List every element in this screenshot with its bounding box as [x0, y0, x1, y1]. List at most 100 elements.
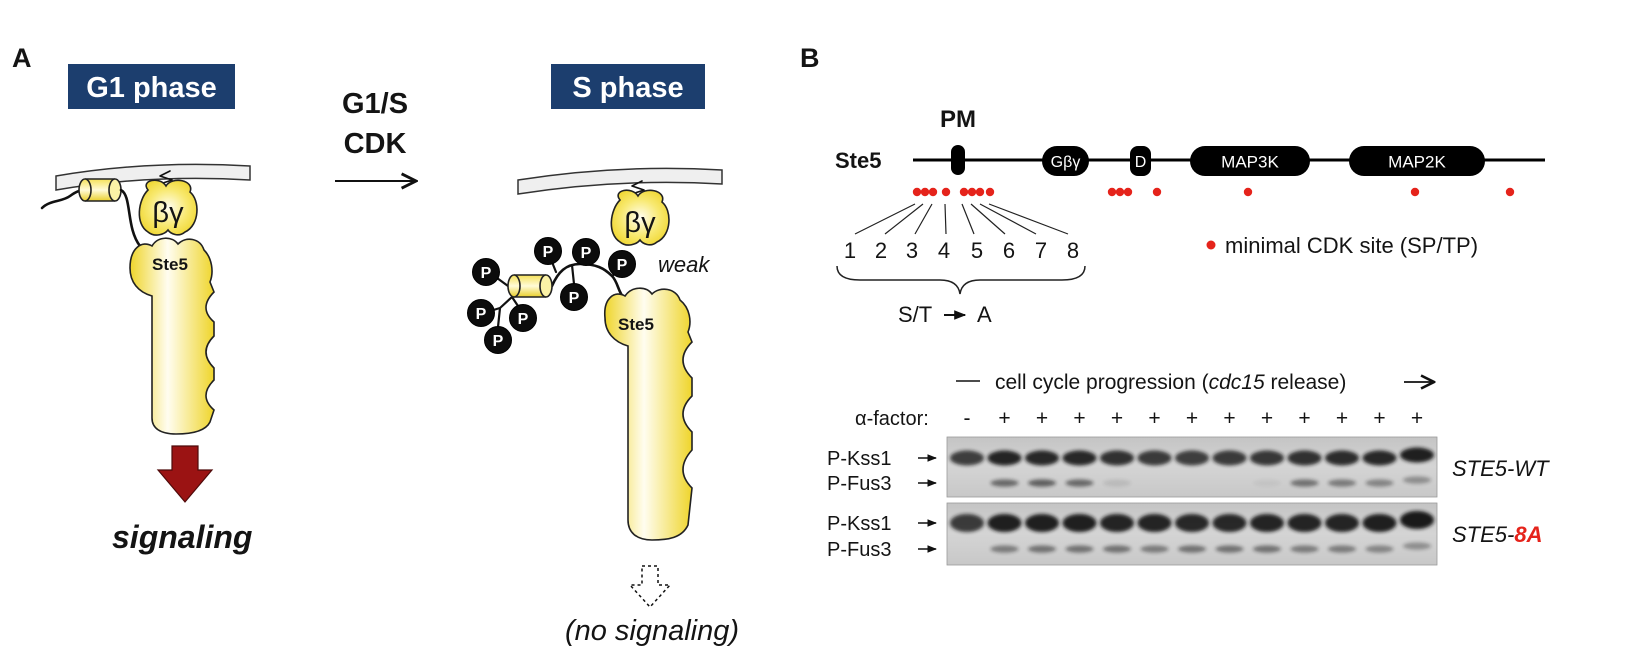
fus3-band — [1403, 476, 1431, 484]
alpha-factor-lanes: -++++++++++++ — [964, 407, 1424, 430]
phospho-label: P — [617, 257, 628, 274]
phospho-site: P — [509, 304, 537, 332]
site-number: 1 — [844, 238, 856, 263]
fus3-band — [1290, 545, 1319, 553]
strain-8a-prefix: STE5- — [1452, 522, 1514, 547]
g1-ste5-label: Ste5 — [152, 255, 188, 274]
d-domain — [1130, 146, 1151, 176]
g1-phase-box — [68, 64, 235, 109]
cdk-site-dot — [967, 187, 977, 197]
alpha-factor-lane-sign: + — [1261, 407, 1273, 430]
fus3-band — [1253, 545, 1281, 553]
kss1-band — [1400, 447, 1434, 463]
kss1-band — [1212, 450, 1247, 466]
phospho-label: P — [543, 244, 554, 261]
alpha-factor-lane-sign: + — [1036, 407, 1048, 430]
fus3-band — [1028, 545, 1056, 553]
phospho-site: P — [560, 283, 588, 311]
phospho-label: P — [581, 245, 592, 262]
phospho-site: P — [572, 238, 600, 266]
s-membrane — [517, 167, 723, 195]
phospho-site: P — [608, 250, 636, 278]
transition-line2: CDK — [344, 128, 407, 160]
cdk-site-dot — [1123, 187, 1133, 197]
gbg-domain-label: Gβγ — [1051, 154, 1081, 171]
s-ste5-complex: βγ weak P P P P P P P P Ste5 — [467, 167, 723, 541]
cdk-site-dot — [975, 187, 985, 197]
fus3-band — [1328, 479, 1356, 487]
fus3-band — [1365, 545, 1394, 553]
transition-line1: G1/S — [342, 88, 408, 120]
band-label-kss1: P-Kss1 — [827, 513, 891, 535]
g1-tail — [40, 189, 81, 210]
site-number: 6 — [1003, 238, 1015, 263]
kss1-band — [1250, 450, 1284, 466]
fus3-band — [1328, 545, 1356, 553]
signaling-text: signaling — [112, 519, 252, 555]
kss1-band — [1287, 514, 1322, 532]
fus3-band — [1403, 542, 1431, 550]
alpha-factor-lane-sign: + — [1148, 407, 1160, 430]
cdk-site-dot — [1115, 187, 1125, 197]
site-number: 8 — [1067, 238, 1079, 263]
cdk-site-dot — [928, 187, 938, 197]
alpha-factor-lane-sign: + — [1336, 407, 1348, 430]
cdk-site-dot — [1505, 187, 1515, 197]
s-phase-box — [551, 64, 705, 109]
blot-wt-membrane — [946, 436, 1438, 498]
s-gbg-label: βγ — [624, 207, 656, 239]
g1-ste5-complex: βγ Ste5 — [40, 163, 251, 435]
alpha-factor-label: α-factor: — [855, 408, 929, 430]
g1-gbg-label: βγ — [152, 197, 184, 229]
phospho-label: P — [569, 290, 580, 307]
g1-gbg-subunit — [138, 179, 198, 236]
kss1-band — [1025, 514, 1059, 532]
kss1-band — [1137, 514, 1172, 532]
legend-label: minimal CDK site (SP/TP) — [1225, 233, 1478, 258]
weak-label: weak — [658, 252, 710, 277]
kss1-band — [1137, 450, 1172, 466]
kss1-band — [1287, 450, 1322, 466]
cdk-sites — [912, 187, 1515, 197]
kss1-band — [987, 450, 1022, 466]
phospho-site: P — [472, 258, 500, 286]
sites-brace — [836, 265, 1086, 295]
g1-ste5-body — [129, 237, 215, 435]
alpha-factor-lane-sign: + — [1223, 407, 1235, 430]
alpha-factor-lane-sign: + — [1186, 407, 1198, 430]
kss1-band — [1062, 514, 1097, 532]
blot-header-suffix: release) — [1265, 371, 1347, 394]
site-number: 4 — [938, 238, 950, 263]
cdk-site-dot — [1410, 187, 1420, 197]
phospho-site: P — [534, 237, 562, 265]
phospho-label: P — [476, 306, 487, 323]
fus3-band — [990, 545, 1019, 553]
cdk-site-dot — [1243, 187, 1253, 197]
alpha-factor-lane-sign: + — [998, 407, 1010, 430]
ste5-domain-map: PM Ste5 Gβγ D MAP3K MAP2K — [835, 106, 1545, 327]
kss1-band — [1025, 450, 1059, 466]
band-label-fus3: P-Fus3 — [827, 539, 891, 561]
kss1-band — [987, 514, 1022, 532]
kss1-band — [1062, 450, 1097, 466]
cdk-site-dot — [920, 187, 930, 197]
no-signaling-arrow — [628, 565, 672, 609]
mutation-to: A — [977, 302, 992, 327]
site-number: 2 — [875, 238, 887, 263]
pm-label: PM — [940, 106, 976, 133]
site-number: 5 — [971, 238, 983, 263]
s-gbg-subunit — [610, 189, 670, 246]
phospho-site: P — [467, 299, 495, 327]
protein-name: Ste5 — [835, 148, 881, 173]
alpha-factor-lane-sign: + — [1073, 407, 1085, 430]
fus3-band — [1290, 479, 1319, 487]
fus3-band — [1140, 545, 1169, 553]
site-leader-lines — [854, 203, 1069, 235]
s-linker — [550, 262, 626, 300]
s-phase-label: S phase — [572, 72, 683, 104]
panel-b: B PM Ste5 Gβγ D MAP3K MAP2K — [800, 43, 1550, 566]
kss1-band — [1100, 514, 1134, 532]
map2k-domain — [1349, 146, 1485, 176]
mutation-from: S/T — [898, 302, 932, 327]
kss1-band — [1175, 514, 1209, 532]
